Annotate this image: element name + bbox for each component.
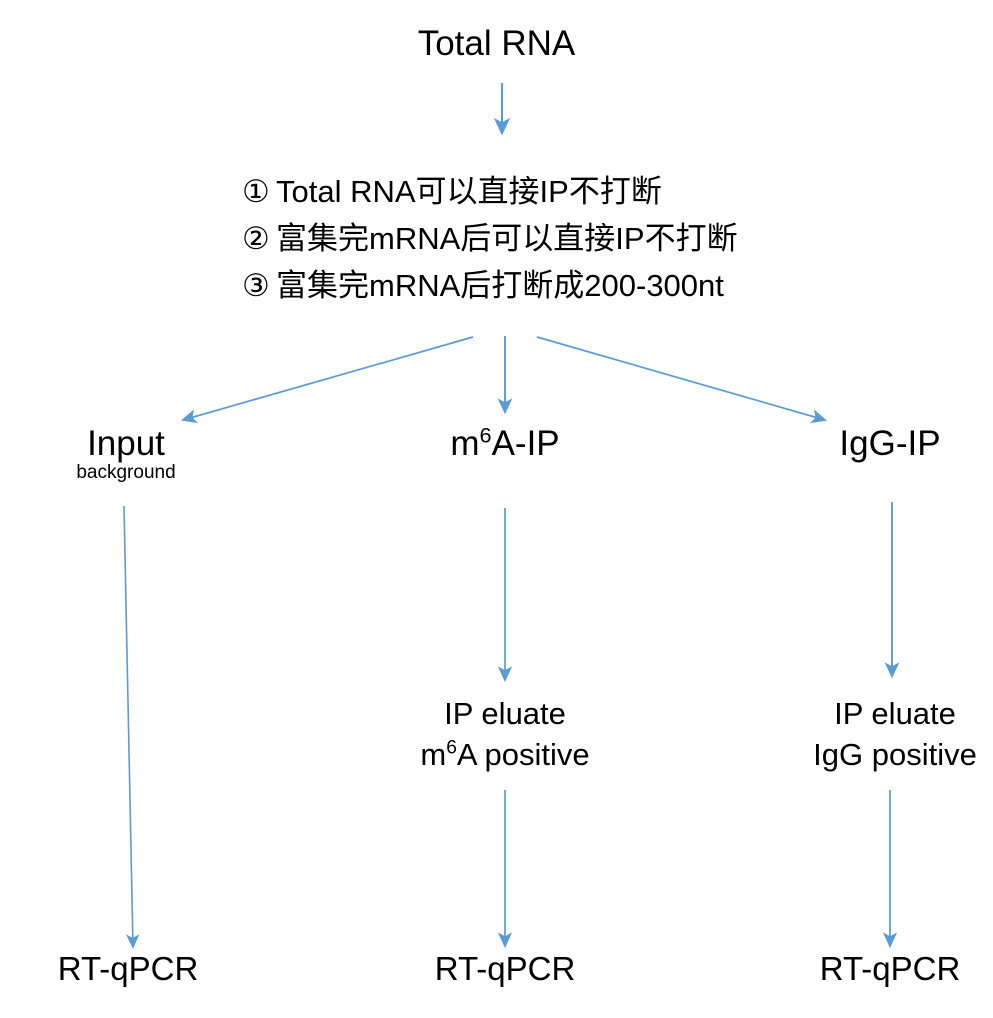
ip-eluate-m6a-line2: m6A positive xyxy=(385,735,625,776)
ip-eluate-m6a-line2-pre: m xyxy=(420,736,447,772)
step-marker-2: ② xyxy=(242,221,270,257)
node-rtqpcr-center: RT-qPCR xyxy=(405,950,605,988)
node-ip-eluate-m6a: IP eluate m6A positive xyxy=(385,694,625,776)
ip-eluate-m6a-line2-superscript: 6 xyxy=(446,737,457,759)
step-text-2: 富集完mRNA后可以直接IP不打断 xyxy=(276,221,738,257)
igg-ip-label: IgG-IP xyxy=(839,424,941,463)
input-label: Input xyxy=(87,424,165,463)
ip-eluate-igg-line1: IP eluate xyxy=(834,696,956,731)
step-text-3: 富集完mRNA后打断成200-300nt xyxy=(276,268,724,304)
m6a-ip-label-post: A-IP xyxy=(491,424,560,463)
total-rna-label: Total RNA xyxy=(417,24,576,63)
m6a-ip-label-pre: m xyxy=(450,424,480,463)
node-input: Input background xyxy=(26,424,226,484)
arrow-steps-to-igg-ip xyxy=(536,336,827,424)
rtqpcr-center-label: RT-qPCR xyxy=(434,950,576,987)
node-igg-ip: IgG-IP xyxy=(790,424,990,464)
node-m6a-ip: m6A-IP xyxy=(405,424,605,464)
arrow-steps-to-input xyxy=(181,336,474,424)
input-sublabel: background xyxy=(76,462,176,484)
step-marker-3: ③ xyxy=(242,268,270,304)
ip-eluate-m6a-line2-post: A positive xyxy=(456,736,590,772)
rtqpcr-right-label: RT-qPCR xyxy=(819,950,961,987)
node-rtqpcr-left: RT-qPCR xyxy=(28,950,228,988)
rtqpcr-left-label: RT-qPCR xyxy=(57,950,199,987)
m6a-ip-label-superscript: 6 xyxy=(479,422,492,448)
step-marker-1: ① xyxy=(242,174,270,209)
node-total-rna: Total RNA xyxy=(0,24,993,64)
node-rtqpcr-right: RT-qPCR xyxy=(790,950,990,988)
arrow-input-to-rtqpcr xyxy=(123,505,140,949)
ip-eluate-igg-line2: IgG positive xyxy=(813,736,977,772)
ip-eluate-m6a-line1: IP eluate xyxy=(444,696,566,731)
step-text-1: Total RNA可以直接IP不打断 xyxy=(276,174,662,209)
node-ip-eluate-igg: IP eluate IgG positive xyxy=(775,694,993,776)
